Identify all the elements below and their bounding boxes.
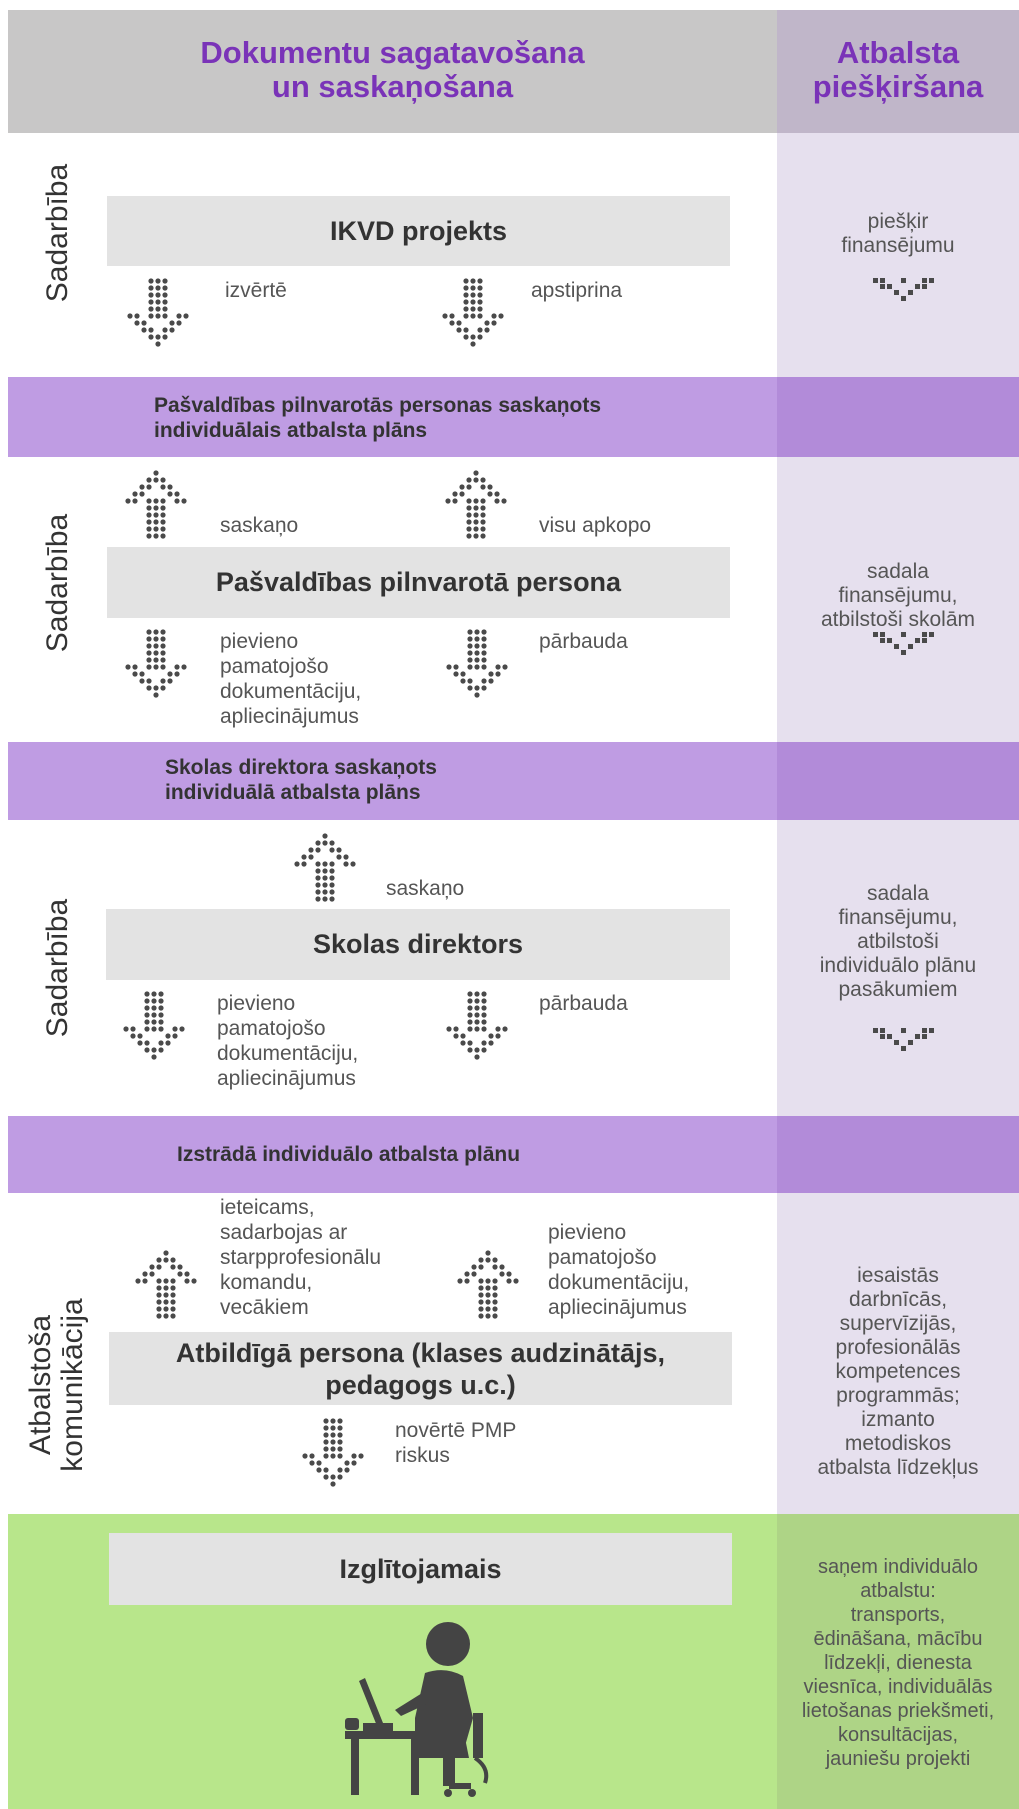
status-bar-3-text: Izstrādā individuālo atbalsta plānu bbox=[177, 1143, 521, 1166]
student-at-laptop-icon bbox=[345, 1622, 489, 1797]
action-attach-docs-4: pievieno pamatojošo dokumentāciju, aplie… bbox=[548, 1221, 690, 1319]
learner-box: Izglītojamais bbox=[109, 1533, 732, 1605]
action-verify-3: pārbauda bbox=[539, 992, 628, 1015]
arrow-down-attach-2-icon bbox=[125, 629, 187, 698]
action-evaluate: izvērtē bbox=[225, 279, 287, 302]
side-label-cooperation-2: Sadarbība bbox=[41, 513, 74, 653]
arrow-up-agree-2-icon bbox=[125, 470, 187, 539]
arrow-up-recommended-icon bbox=[135, 1250, 197, 1319]
funding-arrow-2-icon bbox=[873, 632, 934, 655]
responsible-person-box: Atbildīgā persona (klases audzinātājs, p… bbox=[109, 1332, 732, 1405]
status-bar-2-text: Skolas direktora saskaņots individuālā a… bbox=[165, 756, 437, 804]
action-agree-3: saskaņo bbox=[386, 877, 465, 900]
arrow-down-verify-2-icon bbox=[446, 629, 508, 698]
arrow-up-attach-4-icon bbox=[457, 1250, 519, 1319]
municipal-person-box: Pašvaldības pilnvarotā persona bbox=[107, 547, 730, 618]
side-label-cooperation-3: Sadarbība bbox=[41, 898, 74, 1038]
status-bar-1 bbox=[8, 377, 777, 457]
school-director-box: Skolas direktors bbox=[106, 909, 730, 980]
arrow-down-assess-icon bbox=[302, 1418, 364, 1487]
arrow-down-verify-3-icon bbox=[446, 991, 508, 1060]
arrow-up-agree-3-icon bbox=[294, 833, 356, 902]
header-right-cell bbox=[777, 10, 1019, 133]
action-assess-risks: novērtē PMP riskus bbox=[395, 1419, 517, 1467]
header-left-title: Dokumentu sagatavošana un saskaņošana bbox=[200, 35, 585, 104]
action-approve: apstiprina bbox=[531, 279, 623, 302]
right-column-section-3 bbox=[777, 820, 1019, 1116]
right-text-3: sadala finansējumu, atbilstoši individuā… bbox=[819, 882, 977, 1001]
right-column-section-4 bbox=[777, 1193, 1019, 1514]
status-bar-3 bbox=[8, 1116, 777, 1193]
right-text-2: sadala finansējumu, atbilstoši skolām bbox=[820, 560, 976, 631]
action-verify-2: pārbauda bbox=[539, 630, 628, 653]
arrow-down-approve-icon bbox=[442, 278, 504, 347]
arrow-down-attach-3-icon bbox=[123, 991, 185, 1060]
action-recommended: ieteicams, sadarbojas ar starpprofesionā… bbox=[220, 1196, 382, 1319]
funding-arrow-3-icon bbox=[873, 1028, 934, 1051]
funding-arrow-1-icon bbox=[873, 278, 934, 301]
status-bar-1-right bbox=[777, 377, 1019, 457]
right-column-section-1 bbox=[777, 133, 1019, 377]
side-label-communication: Atbalstoša komunikācija bbox=[24, 1298, 89, 1472]
status-bar-1-text: Pašvaldības pilnvarotās personas saskaņo… bbox=[154, 394, 602, 442]
action-agree-2: saskaņo bbox=[220, 514, 299, 537]
action-attach-docs-3: pievieno pamatojošo dokumentāciju, aplie… bbox=[217, 992, 359, 1090]
right-column-section-2 bbox=[777, 457, 1019, 742]
status-bar-3-right bbox=[777, 1116, 1019, 1193]
status-bar-2-right bbox=[777, 742, 1019, 820]
right-text-5: saņem individuālo atbalstu: transports, … bbox=[801, 1556, 995, 1770]
header-right-title: Atbalsta piešķiršana bbox=[812, 35, 984, 104]
header-left-cell bbox=[8, 10, 777, 133]
status-bar-2 bbox=[8, 742, 777, 820]
right-text-4: iesaistās darbnīcās, supervīzijās, profe… bbox=[817, 1264, 979, 1479]
action-attach-docs-2: pievieno pamatojošo dokumentāciju, aplie… bbox=[220, 630, 362, 728]
side-label-cooperation-1: Sadarbība bbox=[41, 163, 74, 303]
ikvd-project-box: IKVD projekts bbox=[107, 196, 730, 266]
action-compile: visu apkopo bbox=[539, 514, 652, 537]
arrow-up-compile-icon bbox=[445, 470, 507, 539]
right-text-1: piešķir finansējumu bbox=[841, 210, 955, 257]
arrow-down-evaluate-icon bbox=[127, 278, 189, 347]
learner-section-right bbox=[777, 1514, 1019, 1809]
